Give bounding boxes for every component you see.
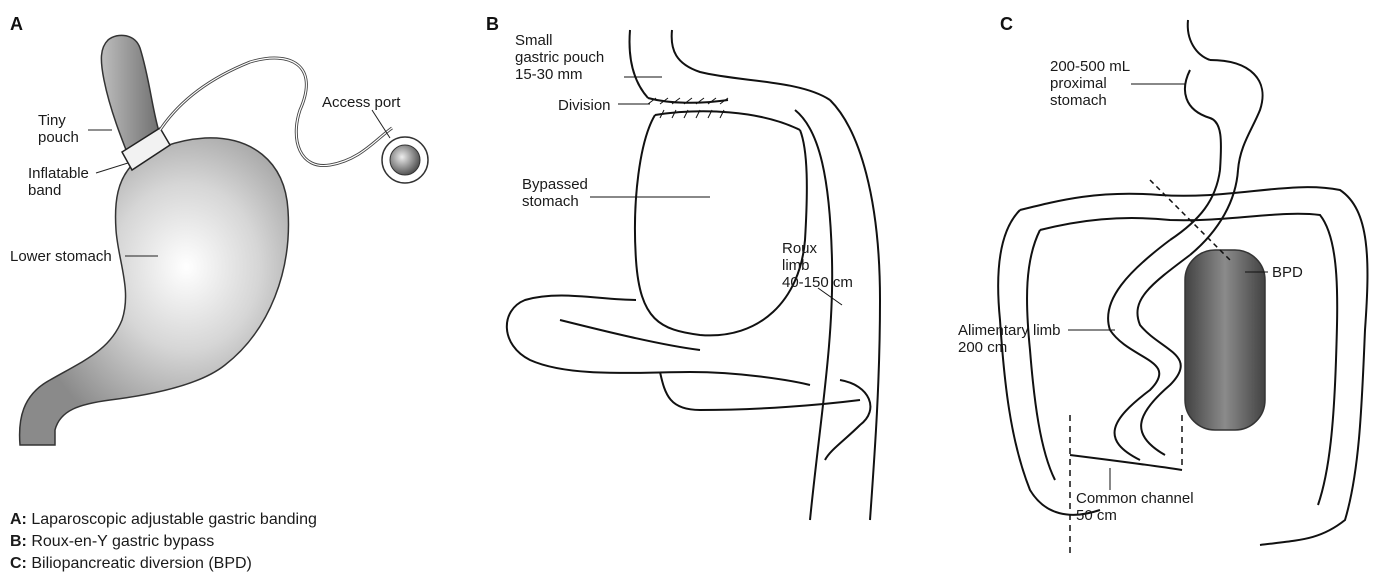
label-lower-stomach: Lower stomach bbox=[10, 248, 112, 265]
panel-c-letter: C bbox=[1000, 14, 1013, 35]
legend-key-b: B: bbox=[10, 533, 27, 550]
label-bpd: BPD bbox=[1272, 264, 1303, 281]
panel-b-letter: B bbox=[486, 14, 499, 35]
label-roux-limb: Roux limb 40-150 cm bbox=[782, 240, 853, 291]
label-bypassed-stomach: Bypassed stomach bbox=[522, 176, 588, 210]
legend-text-c: Biliopancreatic diversion (BPD) bbox=[27, 555, 252, 572]
label-common-channel: Common channel 50 cm bbox=[1076, 490, 1194, 524]
figure-legend: A: Laparoscopic adjustable gastric bandi… bbox=[10, 509, 317, 575]
label-division: Division bbox=[558, 97, 611, 114]
label-small-gastric-pouch: Small gastric pouch 15-30 mm bbox=[515, 32, 604, 83]
legend-text-a: Laparoscopic adjustable gastric banding bbox=[27, 511, 317, 528]
legend-key-c: C: bbox=[10, 555, 27, 572]
legend-text-b: Roux-en-Y gastric bypass bbox=[27, 533, 214, 550]
legend-item-a: A: Laparoscopic adjustable gastric bandi… bbox=[10, 509, 317, 531]
label-proximal-stomach: 200-500 mL proximal stomach bbox=[1050, 58, 1130, 109]
panel-a-letter: A bbox=[10, 14, 23, 35]
legend-key-a: A: bbox=[10, 511, 27, 528]
legend-item-b: B: Roux-en-Y gastric bypass bbox=[10, 531, 317, 553]
label-inflatable-band: Inflatable band bbox=[28, 165, 89, 199]
label-access-port: Access port bbox=[322, 94, 400, 111]
label-alimentary-limb: Alimentary limb 200 cm bbox=[958, 322, 1061, 356]
legend-item-c: C: Biliopancreatic diversion (BPD) bbox=[10, 553, 317, 575]
label-tiny-pouch: Tiny pouch bbox=[38, 112, 79, 146]
